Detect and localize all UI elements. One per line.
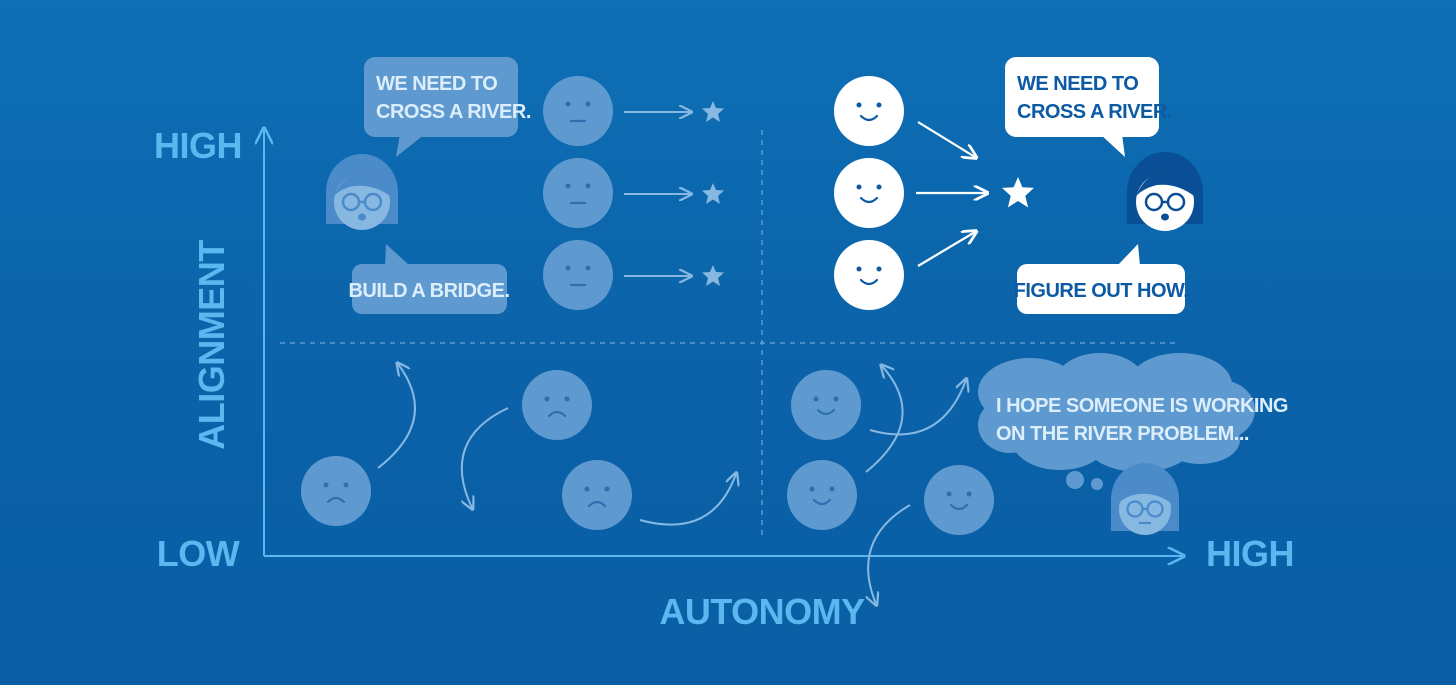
x-axis-title: AUTONOMY (659, 591, 865, 632)
neutral-face-3 (543, 240, 613, 310)
quadrant-bottom-right: I HOPE SOMEONE IS WORKING ON THE RIVER P… (787, 353, 1288, 604)
speech-bubble-top-right: WE NEED TO CROSS A RIVER. (1005, 57, 1172, 157)
leader-avatar-muted (326, 154, 398, 230)
leader-avatar-thinking (1111, 463, 1179, 535)
sad-face-2 (522, 370, 592, 440)
instruction-text: BUILD A BRIDGE. (348, 280, 509, 302)
star-icon (702, 183, 724, 204)
curved-arrow-5 (869, 380, 966, 436)
happy-face-bright-2 (834, 158, 904, 228)
happy-face-muted-1 (791, 370, 861, 440)
quadrant-bottom-left (301, 364, 736, 530)
neutral-face-2 (543, 158, 613, 228)
star-icon (702, 101, 724, 122)
happy-face-bright-1 (834, 76, 904, 146)
curved-arrow-4 (865, 366, 904, 473)
x-high-label: HIGH (1206, 533, 1294, 574)
star-icon (702, 265, 724, 286)
instruction-bubble-top-left: BUILD A BRIDGE. (348, 244, 510, 314)
y-low-label: LOW (157, 533, 240, 574)
speech-bubble-top-left: WE NEED TO CROSS A RIVER. (364, 57, 531, 157)
curved-arrow-1 (377, 364, 416, 469)
curved-arrow-2 (460, 407, 509, 508)
sad-face-3 (562, 460, 632, 530)
axes (264, 130, 1182, 556)
happy-face-muted-3 (924, 465, 994, 535)
quadrant-top-left: WE NEED TO CROSS A RIVER. BUILD A BRIDGE… (326, 57, 724, 314)
sad-face-1 (301, 456, 371, 526)
leader-avatar-bright (1127, 152, 1203, 231)
y-high-label: HIGH (154, 125, 242, 166)
instruction-bubble-top-right: FIGURE OUT HOW. (1014, 244, 1189, 314)
star-icon (1002, 177, 1034, 208)
arrow-converge-1 (917, 121, 975, 157)
happy-face-muted-2 (787, 460, 857, 530)
thought-text-line-2: ON THE RIVER PROBLEM... (996, 423, 1249, 445)
thought-cloud (978, 353, 1255, 490)
quadrant-top-right: WE NEED TO CROSS A RIVER. FIGURE OUT HOW… (834, 57, 1203, 314)
speech-text-line-2: CROSS A RIVER. (1017, 101, 1172, 123)
instruction-text: FIGURE OUT HOW. (1014, 280, 1189, 302)
thought-text-line-1: I HOPE SOMEONE IS WORKING (996, 395, 1288, 417)
y-axis-title: ALIGNMENT (191, 240, 232, 450)
curved-arrow-3 (639, 474, 736, 526)
speech-text-line-1: WE NEED TO (376, 73, 497, 95)
speech-text-line-2: CROSS A RIVER. (376, 101, 531, 123)
curved-arrow-6 (868, 504, 911, 604)
arrow-converge-3 (917, 232, 975, 267)
happy-face-bright-3 (834, 240, 904, 310)
neutral-face-1 (543, 76, 613, 146)
speech-text-line-1: WE NEED TO (1017, 73, 1138, 95)
